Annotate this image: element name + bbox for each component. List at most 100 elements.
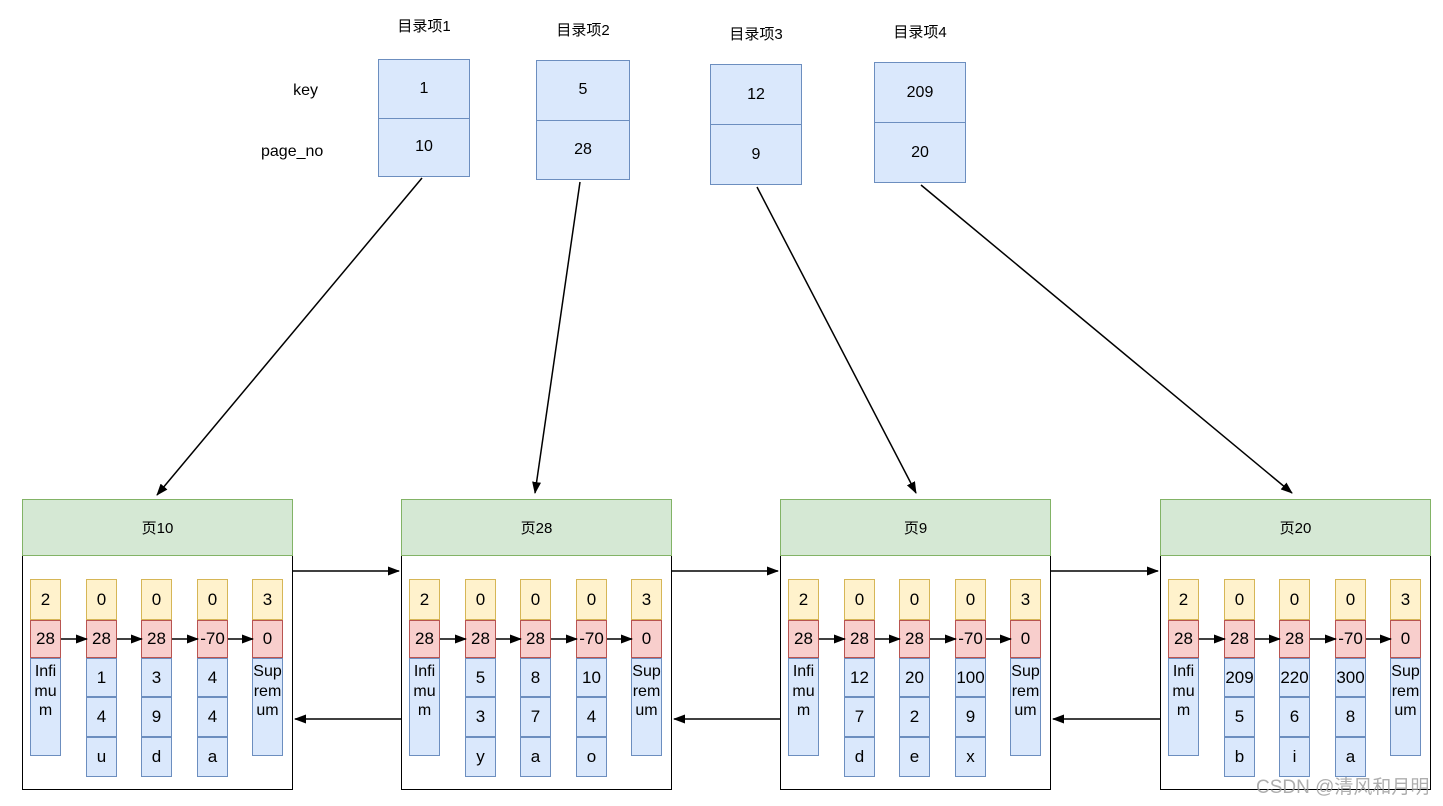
record-type-cell: 2: [30, 579, 61, 620]
record-next-offset-cell: 28: [141, 620, 172, 658]
record-field-cell: 300: [1335, 658, 1366, 697]
record-type-cell: 2: [409, 579, 440, 620]
record-field-cell: d: [141, 737, 172, 777]
directory-entry-label: 目录项3: [729, 26, 783, 43]
record-supremum-cell: Supremum: [631, 658, 662, 756]
record-next-offset-cell: 28: [844, 620, 875, 658]
record-next-offset-cell: 0: [1390, 620, 1421, 658]
record-next-offset-cell: 28: [788, 620, 819, 658]
directory-key-cell: 5: [578, 81, 588, 99]
record-field-cell: 12: [844, 658, 875, 697]
directory-to-page-arrow: [920, 184, 1293, 494]
record-field-cell: 7: [520, 697, 551, 737]
record-field-cell: 3: [141, 658, 172, 697]
record-field-cell: 6: [1279, 697, 1310, 737]
record-type-cell: 0: [465, 579, 496, 620]
record-supremum-cell: Supremum: [252, 658, 283, 756]
record-next-offset-cell: 28: [465, 620, 496, 658]
record-type-cell: 3: [252, 579, 283, 620]
record-field-cell: 4: [197, 658, 228, 697]
record-field-cell: 4: [86, 697, 117, 737]
record-type-cell: 0: [899, 579, 930, 620]
record-type-cell: 0: [1224, 579, 1255, 620]
record-field-cell: 9: [141, 697, 172, 737]
record-field-cell: 4: [197, 697, 228, 737]
record-field-cell: o: [576, 737, 607, 777]
record-next-offset-cell: 28: [520, 620, 551, 658]
directory-entry-label: 目录项1: [397, 18, 451, 35]
directory-to-page-arrow: [156, 177, 423, 496]
record-type-cell: 2: [788, 579, 819, 620]
record-field-cell: e: [899, 737, 930, 777]
record-field-cell: 220: [1279, 658, 1310, 697]
record-field-cell: a: [520, 737, 551, 777]
record-next-offset-cell: -70: [197, 620, 228, 658]
record-next-offset-cell: -70: [955, 620, 986, 658]
directory-key-cell: 209: [906, 83, 934, 101]
record-next-offset-cell: 0: [631, 620, 662, 658]
record-type-cell: 0: [955, 579, 986, 620]
record-field-cell: 8: [1335, 697, 1366, 737]
watermark: CSDN @清风和月明: [1256, 777, 1430, 798]
record-infimum-cell: Infimum: [788, 658, 819, 756]
record-field-cell: u: [86, 737, 117, 777]
directory-entry-box: 209 20: [874, 62, 966, 183]
record-type-cell: 0: [1279, 579, 1310, 620]
directory-pageno-cell: 9: [711, 124, 801, 184]
record-field-cell: 209: [1224, 658, 1255, 697]
record-next-offset-cell: 0: [1010, 620, 1041, 658]
page-no-field-label: page_no: [261, 143, 324, 160]
page-header: 页10: [22, 499, 293, 556]
page-header: 页9: [780, 499, 1051, 556]
record-field-cell: 9: [955, 697, 986, 737]
record-next-offset-cell: -70: [1335, 620, 1366, 658]
record-field-cell: 4: [576, 697, 607, 737]
record-field-cell: 3: [465, 697, 496, 737]
record-type-cell: 3: [631, 579, 662, 620]
record-field-cell: b: [1224, 737, 1255, 777]
record-type-cell: 0: [576, 579, 607, 620]
record-infimum-cell: Infimum: [1168, 658, 1199, 756]
record-field-cell: y: [465, 737, 496, 777]
record-type-cell: 0: [844, 579, 875, 620]
record-type-cell: 2: [1168, 579, 1199, 620]
record-type-cell: 3: [1390, 579, 1421, 620]
directory-entry-box: 5 28: [536, 60, 630, 180]
record-field-cell: 1: [86, 658, 117, 697]
record-next-offset-cell: 28: [30, 620, 61, 658]
record-next-offset-cell: -70: [576, 620, 607, 658]
directory-pageno-cell: 28: [537, 119, 629, 180]
record-type-cell: 3: [1010, 579, 1041, 620]
record-field-cell: 100: [955, 658, 986, 697]
record-next-offset-cell: 0: [252, 620, 283, 658]
record-next-offset-cell: 28: [86, 620, 117, 658]
directory-entry-label: 目录项4: [893, 24, 947, 41]
page-header: 页28: [401, 499, 672, 556]
directory-to-page-arrow: [756, 186, 917, 494]
record-type-cell: 0: [1335, 579, 1366, 620]
record-field-cell: 8: [520, 658, 551, 697]
key-field-label: key: [293, 82, 318, 99]
record-type-cell: 0: [520, 579, 551, 620]
record-next-offset-cell: 28: [409, 620, 440, 658]
directory-pageno-cell: 10: [379, 117, 469, 177]
record-type-cell: 0: [141, 579, 172, 620]
directory-entry-label: 目录项2: [556, 22, 610, 39]
record-field-cell: 7: [844, 697, 875, 737]
record-supremum-cell: Supremum: [1010, 658, 1041, 756]
record-infimum-cell: Infimum: [30, 658, 61, 756]
record-field-cell: a: [1335, 737, 1366, 777]
record-next-offset-cell: 28: [1224, 620, 1255, 658]
record-next-offset-cell: 28: [1279, 620, 1310, 658]
record-infimum-cell: Infimum: [409, 658, 440, 756]
record-field-cell: i: [1279, 737, 1310, 777]
record-field-cell: a: [197, 737, 228, 777]
record-next-offset-cell: 28: [1168, 620, 1199, 658]
page-header: 页20: [1160, 499, 1431, 556]
directory-key-cell: 1: [419, 79, 429, 97]
record-field-cell: 5: [465, 658, 496, 697]
record-type-cell: 0: [197, 579, 228, 620]
directory-pageno-cell: 20: [875, 122, 965, 182]
